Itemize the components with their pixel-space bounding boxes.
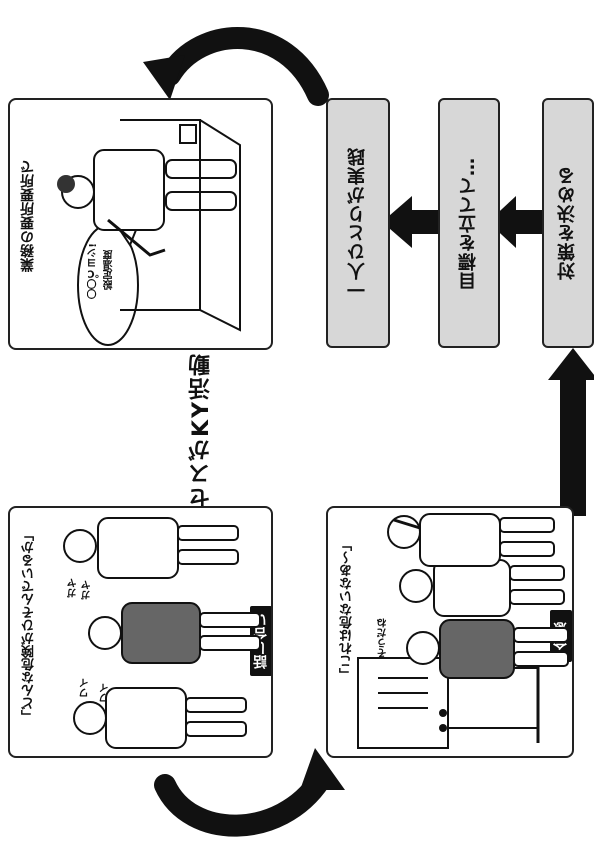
- step-practice-label: 一人ひとりが実践: [347, 147, 368, 299]
- step-practice: 一人ひとりが実践: [326, 98, 390, 348]
- panel-practice-scene: 業務の要所要所で 設定温度 〇〇℃ヨシ!: [8, 98, 273, 350]
- whiteboard-illustration: [357, 653, 540, 749]
- panel-discussion-scene: 「どんな危険がひそんでいるか」 話し合い ワイ ワイ ガヤ ガヤ: [8, 506, 273, 758]
- step-decide-measures: 対策を決める: [542, 98, 594, 348]
- three-people-agreeing-illustration: [387, 513, 569, 679]
- panel-agreement-scene: 「これは危ないなあ～」 合意 そうだね: [326, 506, 574, 758]
- step-set-goal: 目標を立てて…: [438, 98, 500, 348]
- equipment-illustration: [120, 119, 241, 332]
- three-people-discussing-illustration: [63, 517, 261, 749]
- step-decide-measures-label: 対策を決める: [557, 166, 578, 280]
- step-set-goal-label: 目標を立てて…: [458, 156, 479, 290]
